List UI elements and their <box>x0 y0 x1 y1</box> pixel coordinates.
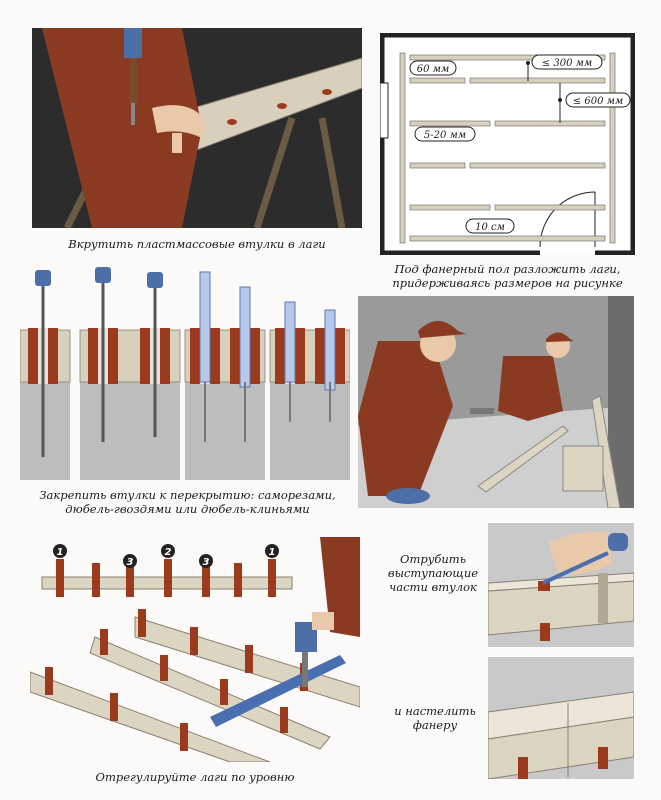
illustration-workers-laying-joists <box>358 296 634 508</box>
dim-joist-gap: 5-20 мм <box>424 130 466 141</box>
illustration-cutting-bushings <box>488 523 634 647</box>
order-number: 1 <box>57 547 64 558</box>
bushing-fastener-diagram <box>20 267 350 480</box>
panel-lay-plywood <box>488 657 634 779</box>
panel-cut-bushings <box>488 523 634 647</box>
caption-text: Отрубить <box>400 552 466 566</box>
caption-text: и настелить <box>394 704 476 718</box>
order-number: 3 <box>203 557 210 568</box>
dim-gap-wall: 60 мм <box>417 64 450 75</box>
panel-fix-bushings <box>20 262 350 480</box>
dim-bushing-spacing: ≤ 300 мм <box>542 58 592 69</box>
caption-lay-joists: Под фанерный пол разложить лаги, придерж… <box>375 262 640 290</box>
illustration-leveling: 1 3 2 3 1 <box>30 537 360 762</box>
illustration-plywood <box>488 657 634 779</box>
caption-text: Отрегулируйте лаги по уровню <box>95 770 295 784</box>
floor-plan-diagram: 60 мм ≤ 300 мм ≤ 600 мм 5-20 мм 10 см <box>380 33 635 255</box>
caption-screw-bushings: Вкрутить пластмассовые втулки в лаги <box>32 237 362 251</box>
panel-workers-laying <box>358 296 634 508</box>
order-number: 3 <box>127 557 134 568</box>
caption-lay-plywood: и настелить фанеру <box>390 704 480 732</box>
panel-level-joists: 1 3 2 3 1 <box>30 537 360 762</box>
caption-text: выступающие <box>387 566 479 580</box>
illustration-worker-drilling <box>32 28 362 228</box>
caption-text: придерживаясь размеров на рисунке <box>392 276 623 290</box>
caption-text: Под фанерный пол разложить лаги, <box>394 262 621 276</box>
order-number: 2 <box>165 547 172 558</box>
caption-level-joists: Отрегулируйте лаги по уровню <box>30 770 360 784</box>
dim-end-offset: 10 см <box>475 222 505 233</box>
caption-text: части втулок <box>389 580 477 594</box>
caption-text: дюбель-гвоздями или дюбель-клиньями <box>65 502 310 516</box>
caption-text: Закрепить втулки к перекрытию: саморезам… <box>39 488 336 502</box>
dim-joist-spacing: ≤ 600 мм <box>573 96 623 107</box>
caption-text: фанеру <box>412 718 458 732</box>
panel-screw-bushings <box>32 28 362 228</box>
order-number: 1 <box>269 547 276 558</box>
caption-text: Вкрутить пластмассовые втулки в лаги <box>68 237 326 251</box>
panel-floor-plan: 60 мм ≤ 300 мм ≤ 600 мм 5-20 мм 10 см <box>380 33 635 255</box>
caption-fix-bushings: Закрепить втулки к перекрытию: саморезам… <box>15 488 360 516</box>
caption-cut-bushings: Отрубить выступающие части втулок <box>378 552 488 594</box>
